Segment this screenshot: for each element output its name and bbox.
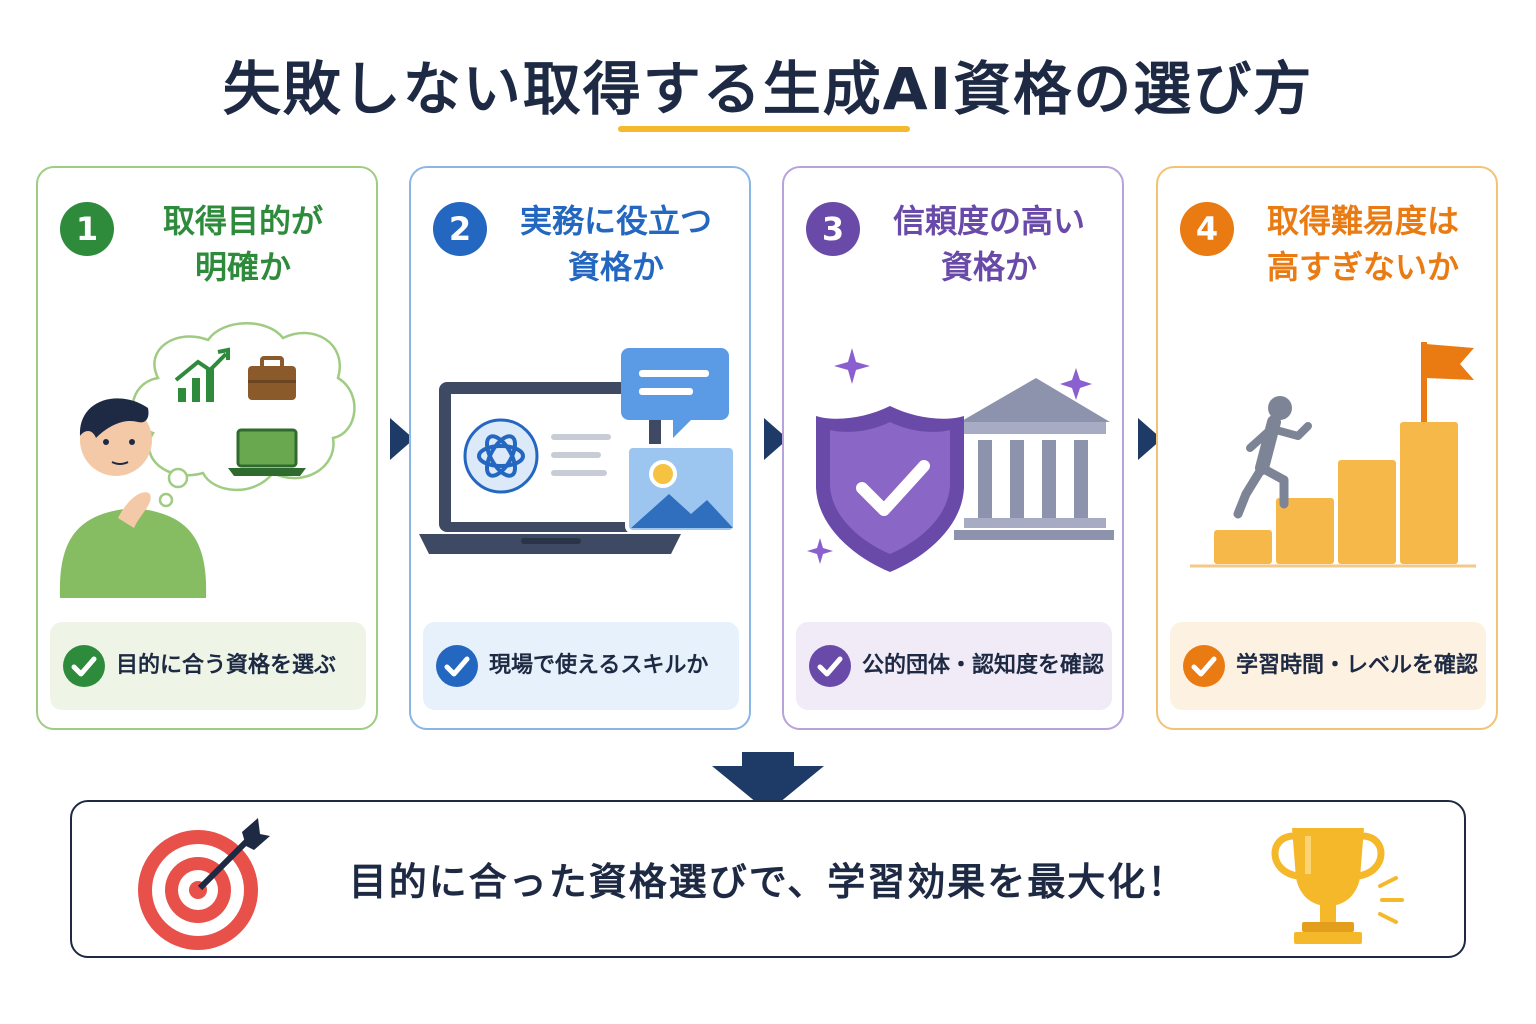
step-card-3: 3 信頼度の高い 資格か 公的団体・認知度を確認 (782, 166, 1124, 730)
check-circle-icon (63, 645, 105, 687)
title-underline (618, 126, 910, 132)
check-circle-icon (1183, 645, 1225, 687)
check-circle-icon (809, 645, 851, 687)
conclusion-box: 目的に合った資格選びで、学習効果を最大化！ (70, 800, 1466, 958)
check-text: 公的団体・認知度を確認 (862, 653, 1105, 678)
step-number-badge: 2 (433, 202, 487, 256)
check-text: 目的に合う資格を選ぶ (116, 653, 337, 678)
step-heading-line2: 資格か (940, 248, 1037, 286)
check-box: 学習時間・レベルを確認 (1170, 622, 1486, 710)
check-box: 公的団体・認知度を確認 (796, 622, 1112, 710)
step-heading: 取得目的が 明確か (118, 198, 368, 290)
target-icon (138, 818, 270, 950)
page-title: 失敗しない取得する生成AI資格の選び方 (222, 55, 1314, 123)
shield-institution-icon (807, 348, 1114, 572)
step-number-badge: 3 (806, 202, 860, 256)
step-heading-line2: 明確か (194, 248, 291, 286)
step-heading-line1: 取得難易度は (1266, 202, 1459, 240)
arrow-down-icon (712, 752, 824, 812)
step-heading: 取得難易度は 高すぎないか (1238, 198, 1488, 290)
step-heading-line2: 資格か (567, 248, 664, 286)
step-heading-line1: 信頼度の高い (892, 202, 1085, 240)
step-heading-line2: 高すぎないか (1266, 248, 1459, 286)
step-heading: 信頼度の高い 資格か (864, 198, 1114, 290)
step-number-badge: 1 (60, 202, 114, 256)
laptop-ai-icon (419, 348, 737, 554)
check-text: 現場で使えるスキルか (489, 653, 709, 678)
conclusion-text: 目的に合った資格選びで、学習効果を最大化！ (348, 860, 1188, 904)
thinking-person-icon (59, 322, 356, 598)
step-heading-line1: 取得目的が (162, 202, 323, 240)
chevron-right-icon (764, 418, 788, 460)
step-heading-line1: 実務に役立つ (519, 202, 712, 240)
step-card-4: 4 取得難易度は 高すぎないか 学習時間・レベルを確認 (1156, 166, 1498, 730)
step-number-badge: 4 (1180, 202, 1234, 256)
check-box: 目的に合う資格を選ぶ (50, 622, 366, 710)
check-box: 現場で使えるスキルか (423, 622, 739, 710)
check-text: 学習時間・レベルを確認 (1236, 653, 1479, 678)
check-circle-icon (436, 645, 478, 687)
step-heading: 実務に役立つ 資格か (491, 198, 741, 290)
chevron-right-icon (390, 418, 414, 460)
chevron-right-icon (1138, 418, 1162, 460)
step-card-1: 1 取得目的が 明確か (36, 166, 378, 730)
step-card-2: 2 実務に役立つ 資格か 現場で使え (409, 166, 751, 730)
stairs-flag-icon (1190, 342, 1476, 568)
trophy-icon (1271, 828, 1404, 944)
